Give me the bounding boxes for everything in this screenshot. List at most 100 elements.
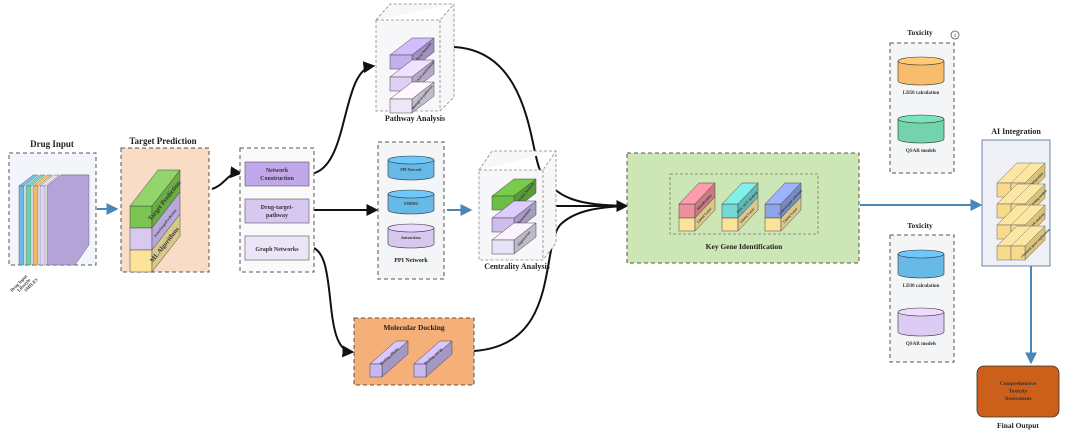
- network-method-2: Graph Networks: [244, 235, 310, 261]
- pathway-analysis-title: Pathway Analysis: [385, 114, 445, 123]
- toxicity-top-db-1-top: [897, 114, 945, 124]
- network-method-1: Drug-target-pathway: [244, 198, 310, 224]
- target-prediction-module: Target Prediction Target PredictionSwiss…: [120, 136, 210, 273]
- toxicity-bottom-db-0-body: [897, 254, 945, 279]
- drug-layer-1: [25, 185, 32, 266]
- ppi-db-label-2: Interactions: [401, 236, 421, 240]
- docking-block-1: [413, 340, 453, 378]
- ppi-db-0-top: [387, 155, 435, 165]
- final-output-line-0: Comprehensive: [1000, 381, 1037, 387]
- toxicity-top-db-0-top: [897, 56, 945, 66]
- drug-layer-4: [46, 174, 90, 266]
- ppi-db-2-body: [387, 228, 435, 249]
- toxicity-bottom-db-0-top: [897, 249, 945, 259]
- ai-top-divider-0: [1010, 162, 1032, 184]
- drug-layer-2: [32, 185, 39, 266]
- ppi-db-label-0: PPI Network: [400, 168, 422, 172]
- key-gene-side-bottom-0: [694, 196, 716, 232]
- toxicity-bottom-db-1: [897, 307, 945, 337]
- centrality-analysis-title: Centrality Analysis: [484, 262, 550, 271]
- toxicity-bottom-db-label-1: QSAR models: [906, 342, 936, 347]
- key-gene-title: Key Gene Identification: [706, 242, 783, 251]
- docking-block-0-front: [369, 363, 383, 378]
- network-method-label-0-1: Construction: [260, 176, 294, 182]
- network-method-label-1-0: Drug-target-: [261, 205, 294, 211]
- docking-block-0: [369, 340, 409, 378]
- arrow-graph-to-docking: [309, 246, 355, 358]
- molecular-docking-title: Molecular Docking: [383, 323, 445, 332]
- ai-top-divider-1: [1010, 183, 1032, 205]
- final-output-line-1: Toxicity: [1009, 389, 1028, 395]
- key-gene-side-bottom-1: [737, 196, 759, 232]
- key-gene-front-bottom-1: [721, 217, 739, 232]
- drug-input-module: Drug Input Drug Input Lifestyle SMILES: [8, 139, 97, 293]
- drug-input-title: Drug Input: [30, 139, 74, 149]
- network-methods-items: NetworkConstructionDrug-target-pathwayGr…: [244, 161, 310, 261]
- ai-front-b-3: [1010, 245, 1026, 261]
- ppi-db-label-1: STRING: [404, 202, 419, 206]
- target-prediction-title: Target Prediction: [129, 136, 196, 146]
- tp-side-2: [151, 213, 181, 273]
- pathway-block-2: [389, 81, 435, 114]
- toxicity-top-db-label-1: QSAR models: [906, 149, 936, 154]
- network-method-box-2: [244, 235, 310, 261]
- network-method-label-1-1: pathway: [266, 213, 288, 219]
- arrow-target-to-network: [211, 166, 243, 190]
- toxicity-top-title: Toxicity: [907, 28, 933, 37]
- key-gene-front-bottom-0: [678, 217, 696, 232]
- centrality-block-2-front: [491, 239, 515, 255]
- tp-front-1: [129, 227, 153, 251]
- final-output-box: [976, 365, 1060, 418]
- toxicity-top-db-0: [897, 56, 945, 86]
- network-methods-module: NetworkConstructionDrug-target-pathwayGr…: [239, 147, 315, 273]
- toxicity-bottom-db-1-top: [897, 307, 945, 317]
- key-gene-side-bottom-2: [780, 196, 802, 232]
- toxicity-bottom-db-label-0: LD30 calculation: [903, 284, 940, 289]
- drug-input-layers: [18, 174, 90, 266]
- toxicity-top-db-label-0: LD50 calculation: [903, 91, 940, 96]
- centrality-block-2: [491, 222, 537, 255]
- centrality-analysis-module: Centrality AnalysisBetweennessEigenvecto…: [478, 150, 557, 271]
- drug-input-labels: Drug Input Lifestyle SMILES: [9, 273, 39, 292]
- network-method-box-0: [244, 161, 310, 187]
- final-output-line-2: Assessment: [1005, 396, 1032, 402]
- toxicity-top-db-0-body: [897, 61, 945, 86]
- network-method-label-2-0: Graph Networks: [255, 247, 299, 253]
- ai-integration-title: AI Integration: [991, 127, 1041, 136]
- ppi-db-2: [387, 223, 435, 249]
- key-gene-front-bottom-2: [764, 217, 782, 232]
- pathway-block-2-front: [389, 98, 413, 114]
- key-gene-inner-frame: [669, 173, 819, 235]
- ai-front-a-3: [996, 245, 1012, 261]
- toxicity-bottom-db-0: [897, 249, 945, 279]
- ppi-db-0-body: [387, 160, 435, 181]
- centrality-block-1: [491, 200, 537, 233]
- arrow-pathway-to-keygene: [452, 46, 627, 207]
- drug-layer-0: [18, 185, 25, 266]
- final-output-title: Final Output: [997, 421, 1039, 430]
- toxicity-bottom-title: Toxicity: [907, 221, 933, 230]
- ppi-db-1-top: [387, 189, 435, 199]
- tp-front-2: [129, 249, 153, 273]
- toxicity-badge: [950, 30, 960, 40]
- key-gene-front-top-0: [678, 203, 696, 219]
